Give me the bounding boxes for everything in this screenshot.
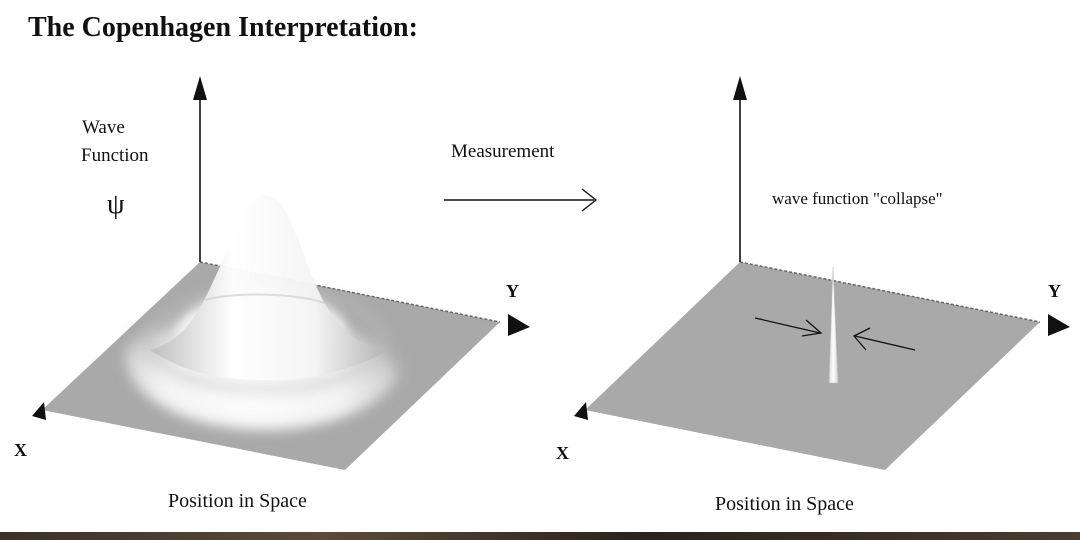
right-psi-axis-arrowhead (733, 76, 747, 100)
diagram-title: The Copenhagen Interpretation: (28, 12, 418, 43)
right-y-axis-label: Y (1048, 281, 1061, 301)
right-x-axis-label: X (556, 443, 569, 463)
left-x-axis-label: X (14, 440, 27, 460)
left-x-axis-arrowhead (32, 402, 46, 420)
left-panel: Wave Function ψ Y X Position in Space (14, 76, 530, 512)
measurement-transition: Measurement (444, 141, 598, 212)
converging-arrow-left (754, 317, 823, 337)
measurement-label: Measurement (451, 141, 555, 162)
right-y-axis-arrowhead (1048, 314, 1070, 336)
left-y-axis-label: Y (506, 281, 519, 301)
left-psi-axis-arrowhead (193, 76, 207, 100)
right-plane-back-edge (739, 261, 1041, 323)
photo-edge-strip (0, 532, 1080, 540)
left-function-label: Function (81, 145, 149, 166)
left-wave-contour (204, 293, 331, 306)
right-position-plane (585, 262, 1040, 470)
converging-arrow-right (852, 327, 916, 351)
left-wave-peak (150, 195, 385, 381)
right-caption: Position in Space (715, 493, 854, 515)
collapsed-wave-spike (828, 266, 839, 384)
collapse-annotation: wave function "collapse" (772, 189, 943, 208)
left-wave-label: Wave (82, 117, 125, 138)
psi-symbol: ψ (107, 189, 125, 220)
left-y-axis-arrowhead (508, 314, 530, 336)
left-caption: Position in Space (168, 490, 307, 512)
measurement-arrow-head (581, 188, 598, 212)
right-panel: wave function "collapse" Y X Position in… (556, 76, 1070, 515)
right-x-axis-arrowhead (574, 402, 588, 420)
